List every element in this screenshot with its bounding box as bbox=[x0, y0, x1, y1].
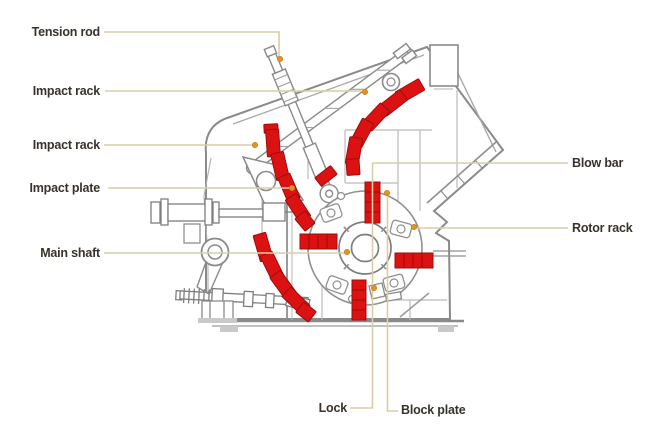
label-block-plate: Block plate bbox=[401, 403, 466, 417]
label-tension-rod: Tension rod bbox=[31, 25, 101, 39]
marker-dots bbox=[252, 55, 417, 291]
impact-plate-liners bbox=[252, 231, 317, 323]
pedestal bbox=[198, 300, 237, 323]
upper-rack-pivot bbox=[381, 72, 401, 92]
label-impact-rack-lower: Impact rack bbox=[32, 138, 100, 152]
pivot-wheel bbox=[196, 237, 230, 295]
blow-bars bbox=[299, 165, 434, 321]
base-brace bbox=[399, 292, 430, 318]
block-plate-part bbox=[384, 290, 403, 303]
lock-wedge bbox=[368, 282, 386, 300]
discharge-chute bbox=[426, 141, 497, 204]
label-main-shaft: Main shaft bbox=[40, 246, 100, 260]
right-slope-inner-line bbox=[451, 60, 497, 153]
label-impact-plate: Impact plate bbox=[29, 181, 100, 195]
leader-tension-rod bbox=[104, 31, 280, 59]
leader-lock bbox=[350, 163, 374, 409]
leader-lines bbox=[104, 31, 568, 412]
adjusting-rod-upper bbox=[150, 198, 292, 226]
label-impact-rack-upper: Impact rack bbox=[32, 84, 100, 98]
main-shaft-bore bbox=[350, 233, 380, 263]
impact-rack-upper-liners bbox=[344, 78, 426, 176]
leader-block-plate bbox=[386, 193, 398, 412]
tension-rod bbox=[263, 44, 339, 204]
roof-box bbox=[429, 44, 459, 87]
left-wall-inner-line bbox=[203, 157, 212, 318]
base-frame bbox=[206, 292, 464, 332]
label-lock: Lock bbox=[318, 401, 348, 415]
label-blow-bar: Blow bar bbox=[572, 156, 624, 170]
rotor-rack-mount bbox=[433, 250, 466, 257]
blow-bar-right bbox=[394, 252, 434, 269]
label-rotor-rack: Rotor rack bbox=[572, 221, 633, 235]
